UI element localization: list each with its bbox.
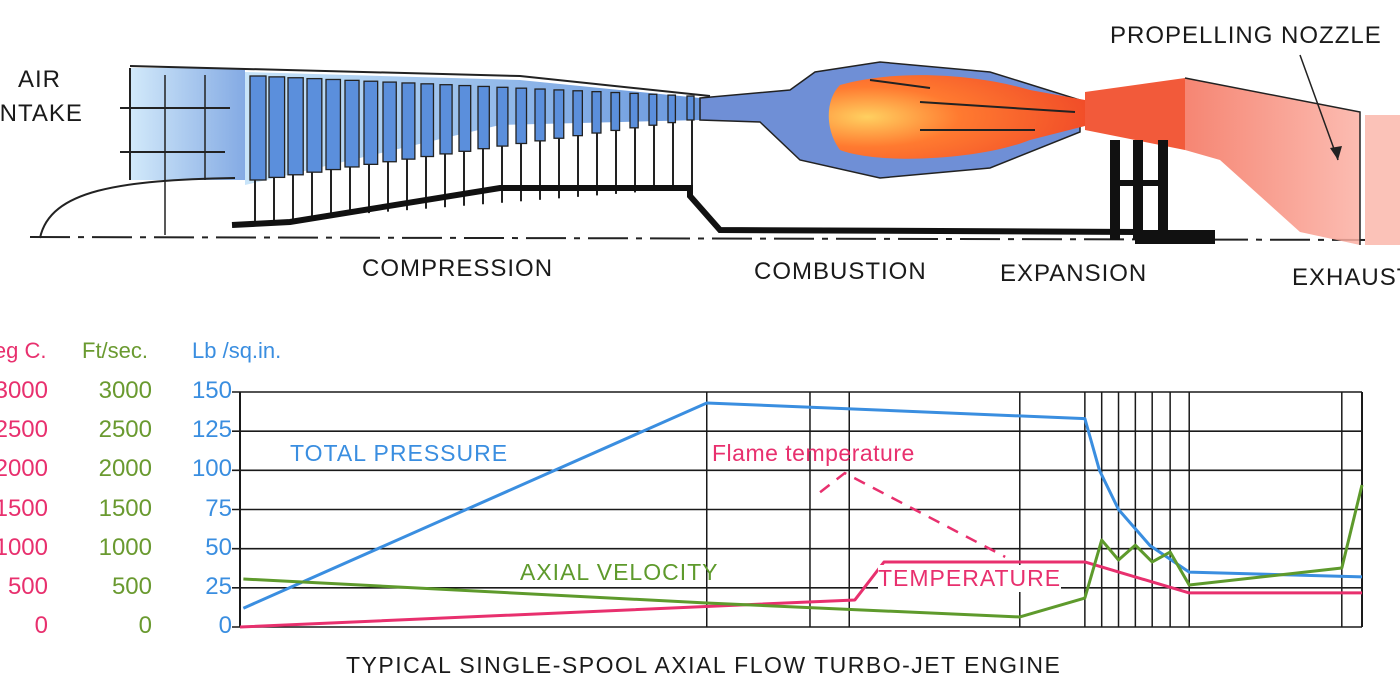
tick-label-psi: 75 xyxy=(205,494,232,522)
compressor-blade xyxy=(420,83,435,158)
tick-label-vel: 2500 xyxy=(98,416,152,444)
tick-label-psi: 125 xyxy=(191,416,232,444)
compressor-blade xyxy=(439,84,453,155)
series-label-flame-temperature: Flame temperature xyxy=(712,440,915,466)
series-line-axial-velocity xyxy=(243,484,1364,619)
compressor xyxy=(29,65,1400,241)
label-air-intake-2: INTAKE xyxy=(0,100,83,127)
series-label-temperature: TEMPERATURE xyxy=(878,565,1062,592)
compressor-blade xyxy=(572,90,583,137)
compressor-blade xyxy=(648,93,658,126)
exhaust-nozzle xyxy=(1184,54,1400,245)
label-air-intake-1: AIR xyxy=(18,66,62,93)
compressor-blade xyxy=(401,82,416,160)
label-compression: COMPRESSION xyxy=(362,255,554,282)
compressor-blade xyxy=(382,81,397,163)
tick-label-psi: 0 xyxy=(218,612,232,639)
performance-chart xyxy=(232,391,1364,629)
compressor-blade xyxy=(363,80,379,165)
tick-label-temp: 2000 xyxy=(0,455,48,483)
series-label-axial-velocity: AXIAL VELOCITY xyxy=(520,559,719,585)
compressor-blade xyxy=(629,92,639,129)
label-combustion: COMBUSTION xyxy=(754,258,927,285)
tick-label-psi: 100 xyxy=(191,455,232,483)
compressor-blade xyxy=(249,75,267,181)
tick-label-psi: 25 xyxy=(205,572,232,600)
tick-label-temp: 500 xyxy=(7,572,48,600)
compressor-blade xyxy=(458,84,472,152)
compressor-blade xyxy=(591,91,602,134)
compressor-blade xyxy=(287,77,304,176)
compressor-blade xyxy=(477,85,490,150)
compressor-blade xyxy=(667,94,677,124)
tick-label-psi: 50 xyxy=(205,533,232,561)
compressor-blade xyxy=(686,95,695,121)
tick-label-psi: 150 xyxy=(191,377,232,404)
series-line-total-pressure xyxy=(242,401,1363,610)
tick-label-temp: 1000 xyxy=(0,533,48,561)
compressor-blade xyxy=(515,87,528,145)
label-propelling-nozzle: PROPELLING NOZZLE xyxy=(1110,22,1382,49)
axis-unit-pressure: Lb /sq.in. xyxy=(192,338,282,363)
tick-label-vel: 3000 xyxy=(98,377,152,404)
compressor-blade xyxy=(534,88,546,142)
compressor-blade xyxy=(268,76,286,179)
chart-title: TYPICAL SINGLE-SPOOL AXIAL FLOW TURBO-JE… xyxy=(346,652,1062,678)
compressor-blade xyxy=(306,77,323,173)
tick-label-vel: 1500 xyxy=(98,494,152,522)
tick-label-temp: 2500 xyxy=(0,416,48,444)
tick-label-temp: 3000 xyxy=(0,377,48,404)
compressor-blade xyxy=(344,79,360,168)
tick-label-vel: 500 xyxy=(111,572,152,600)
tick-label-vel: 0 xyxy=(138,612,152,639)
tick-label-temp: 0 xyxy=(34,612,48,639)
axis-unit-temperature: Deg C. xyxy=(0,338,47,363)
label-exhaust: EXHAUST xyxy=(1292,264,1400,291)
compressor-blade xyxy=(325,78,342,171)
tick-label-vel: 1000 xyxy=(98,533,152,561)
tick-label-temp: 1500 xyxy=(0,494,48,522)
series-line-flame-temperature xyxy=(819,471,1006,558)
compressor-blade xyxy=(496,86,509,147)
compressor-blade xyxy=(610,91,621,132)
compressor-blade xyxy=(553,89,565,139)
axis-unit-velocity: Ft/sec. xyxy=(82,338,149,363)
combustion-chamber xyxy=(699,61,1085,179)
turbine xyxy=(1085,78,1215,244)
air-intake xyxy=(39,68,245,239)
tick-label-vel: 2000 xyxy=(98,455,152,483)
series-label-total-pressure: TOTAL PRESSURE xyxy=(290,440,509,466)
label-expansion: EXPANSION xyxy=(1000,260,1148,287)
